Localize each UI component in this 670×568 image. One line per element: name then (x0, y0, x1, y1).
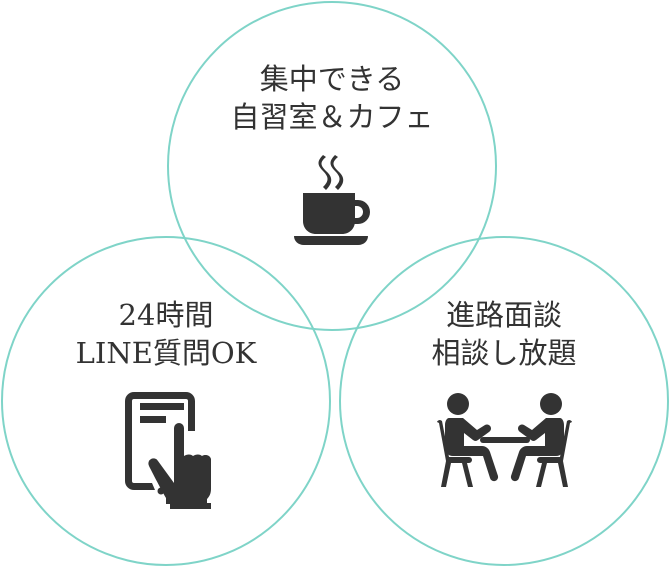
meeting-people-icon (437, 393, 572, 487)
top-label-line-2: 自習室＆カフェ (230, 100, 434, 134)
tablet-touch-icon (125, 392, 211, 509)
left-label-line-2: LINE質問OK (75, 336, 257, 370)
left-circle (1, 236, 331, 566)
right-label-line-1: 進路面談 (445, 298, 562, 332)
left-circle-label: 24時間 LINE質問OK (16, 296, 316, 372)
coffee-cup-icon (294, 155, 370, 245)
left-label-line-1: 24時間 (118, 298, 214, 332)
top-circle-label: 集中できる 自習室＆カフェ (182, 60, 482, 136)
top-circle (167, 1, 497, 331)
right-circle (339, 236, 669, 566)
right-circle-label: 進路面談 相談し放題 (354, 296, 654, 372)
right-label-line-2: 相談し放題 (431, 336, 577, 370)
top-label-line-1: 集中できる (259, 62, 405, 96)
